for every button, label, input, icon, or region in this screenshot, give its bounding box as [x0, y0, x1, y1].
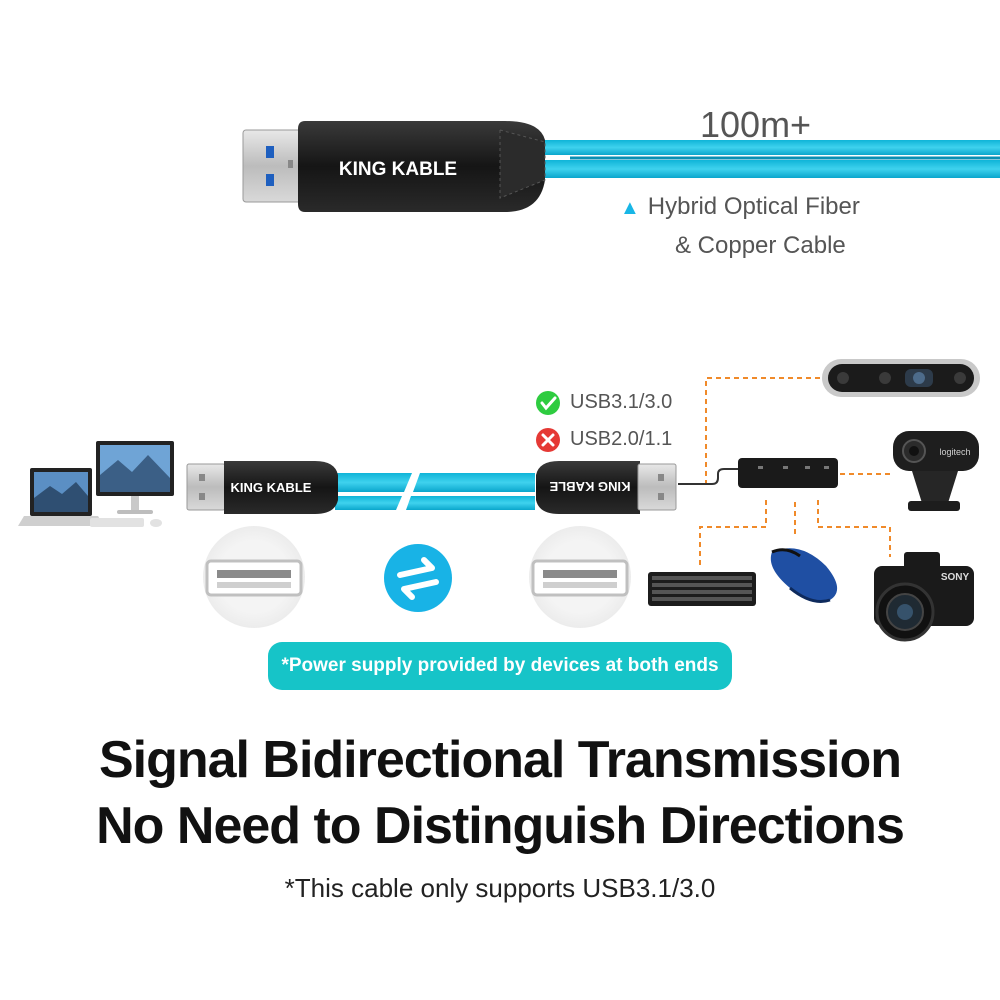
fiber-description-line1: ▲ Hybrid Optical Fiber — [620, 193, 860, 221]
mouse-icon — [770, 548, 838, 603]
top-cable-fiber — [540, 140, 1000, 178]
top-usb-cable: KING KABLE — [242, 121, 1000, 212]
middle-right-connector: KING KABLE — [536, 461, 677, 514]
usb-hub — [738, 458, 838, 488]
camera-icon: SONY — [874, 552, 974, 642]
hub-cable — [678, 468, 740, 485]
middle-left-brand-label: KING KABLE — [231, 480, 312, 495]
usb-supported-label: USB3.1/3.0 — [570, 391, 673, 413]
middle-left-connector: KING KABLE — [186, 461, 338, 514]
bidirectional-swap-icon — [384, 544, 452, 612]
middle-cable-fiber — [335, 473, 535, 510]
webcam-icon: logitech — [893, 431, 979, 511]
top-brand-label: KING KABLE — [339, 159, 457, 180]
depth-camera-icon — [822, 359, 980, 397]
keyboard-icon — [648, 572, 756, 606]
power-supply-note: *Power supply provided by devices at bot… — [268, 642, 732, 690]
fiber-description-line2: & Copper Cable — [675, 232, 846, 259]
webcam-brand-label: logitech — [939, 447, 970, 457]
cable-length: 100m+ — [700, 104, 812, 145]
headline-line2: No Need to Distinguish Directions — [96, 797, 905, 855]
footnote: *This cable only supports USB3.1/3.0 — [284, 873, 716, 903]
computer-monitors — [18, 441, 174, 527]
right-usb-port-graphic — [529, 526, 631, 628]
check-icon — [536, 391, 560, 415]
headline-line1: Signal Bidirectional Transmission — [98, 731, 902, 789]
camera-brand-label: SONY — [941, 572, 970, 583]
left-usb-port-graphic — [203, 526, 305, 628]
cross-icon — [536, 428, 560, 452]
usb-unsupported-label: USB2.0/1.1 — [570, 428, 673, 450]
triangle-icon: ▲ — [620, 197, 640, 219]
fiber-line1-text: Hybrid Optical Fiber — [647, 193, 860, 220]
top-connector-housing — [298, 121, 546, 212]
middle-right-brand-label: KING KABLE — [549, 479, 630, 494]
